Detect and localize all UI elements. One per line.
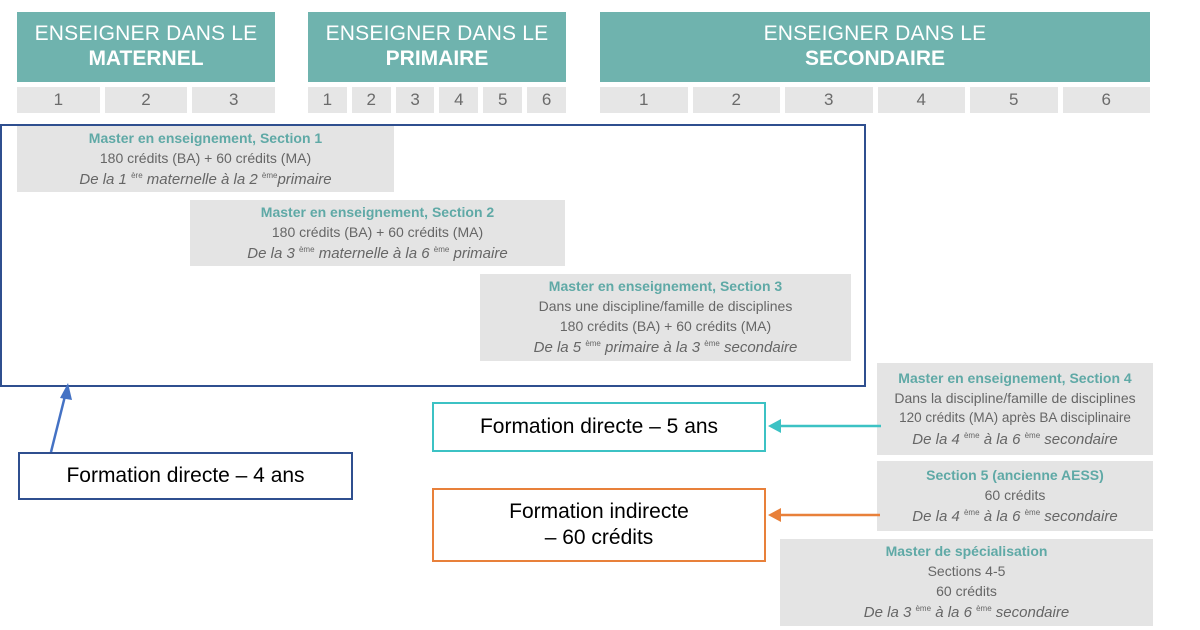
card-title: Section 5 (ancienne AESS) (926, 466, 1104, 483)
header-line1: ENSEIGNER DANS LE (763, 22, 987, 45)
header-level: MATERNEL (88, 47, 204, 70)
direct-4-years-frame (0, 124, 866, 387)
header-line1: ENSEIGNER DANS LE (34, 22, 258, 45)
label-text: Formation directe – 4 ans (66, 464, 305, 487)
card-line: 60 crédits (936, 583, 997, 599)
year-cell: 3 (785, 87, 873, 113)
card-line: 60 crédits (984, 486, 1046, 503)
card-line: 180 crédits (BA) + 60 crédits (MA) (99, 149, 312, 166)
card-title: Master en enseignement, Section 1 (88, 129, 323, 146)
year-cell: 1 (308, 87, 347, 113)
year-cell: 2 (692, 87, 780, 113)
card-range: De la 1 ère maternelle à la 2 èmeprimair… (79, 170, 332, 188)
label-text: Formation indirecte – 60 crédits (509, 500, 689, 549)
card-line: 120 crédits (MA) après BA disciplinaire (899, 409, 1131, 425)
card-title: Master en enseignement, Section 3 (548, 278, 783, 294)
card-section-3: Master en enseignement, Section 3 Dans u… (480, 274, 851, 361)
card-title: Master de spécialisation (885, 543, 1048, 559)
card-section-5: Section 5 (ancienne AESS) 60 crédits De … (877, 461, 1153, 531)
year-cell: 4 (877, 87, 965, 113)
card-master-specialisation: Master de spécialisation Sections 4-5 60… (780, 539, 1153, 626)
card-line: 180 crédits (BA) + 60 crédits (MA) (271, 223, 484, 240)
year-cell: 1 (17, 87, 100, 113)
years-primaire: 1 2 3 4 5 6 (308, 87, 566, 113)
header-primaire: ENSEIGNER DANS LE PRIMAIRE (308, 12, 566, 82)
card-range: De la 5 ème primaire à la 3 ème secondai… (533, 339, 798, 356)
card-title: Master en enseignement, Section 4 (898, 369, 1132, 386)
arrow-five-years (768, 419, 881, 433)
card-range: De la 4 ème à la 6 ème secondaire (912, 430, 1118, 448)
label-direct-5-years: Formation directe – 5 ans (432, 402, 766, 452)
card-section-2: Master en enseignement, Section 2 180 cr… (190, 200, 565, 266)
header-line1: ENSEIGNER DANS LE (325, 22, 549, 45)
year-cell: 1 (600, 87, 688, 113)
label-direct-4-years: Formation directe – 4 ans (18, 452, 353, 500)
year-cell: 6 (1062, 87, 1150, 113)
year-cell: 3 (192, 87, 276, 113)
card-range: De la 3 ème à la 6 ème secondaire (863, 604, 1070, 621)
card-range: De la 4 ème à la 6 ème secondaire (912, 507, 1118, 525)
arrow-indirect (768, 508, 880, 522)
header-level: SECONDAIRE (804, 47, 946, 70)
years-maternel: 1 2 3 (17, 87, 276, 113)
card-section-4: Master en enseignement, Section 4 Dans l… (877, 363, 1153, 455)
card-line: 180 crédits (BA) + 60 crédits (MA) (559, 318, 772, 334)
card-range: De la 3 ème maternelle à la 6 ème primai… (247, 244, 508, 262)
header-level: PRIMAIRE (385, 47, 489, 70)
year-cell: 5 (483, 87, 523, 113)
card-line: Sections 4-5 (927, 563, 1006, 579)
label-text: Formation directe – 5 ans (479, 415, 719, 438)
label-indirect-60-credits: Formation indirecte – 60 crédits (432, 488, 766, 562)
year-cell: 6 (527, 87, 566, 113)
arrow-four-years (49, 383, 72, 453)
card-section-1: Master en enseignement, Section 1 180 cr… (17, 126, 394, 192)
card-line: Dans une discipline/famille de disciplin… (538, 298, 793, 314)
year-cell: 3 (395, 87, 435, 113)
year-cell: 5 (970, 87, 1058, 113)
header-maternel: ENSEIGNER DANS LE MATERNEL (17, 12, 275, 82)
year-cell: 4 (439, 87, 479, 113)
year-cell: 2 (104, 87, 188, 113)
card-title: Master en enseignement, Section 2 (260, 203, 495, 220)
years-secondaire: 1 2 3 4 5 6 (600, 87, 1150, 113)
header-secondaire: ENSEIGNER DANS LE SECONDAIRE (600, 12, 1150, 82)
card-line: Dans la discipline/famille de discipline… (894, 389, 1136, 406)
year-cell: 2 (351, 87, 391, 113)
